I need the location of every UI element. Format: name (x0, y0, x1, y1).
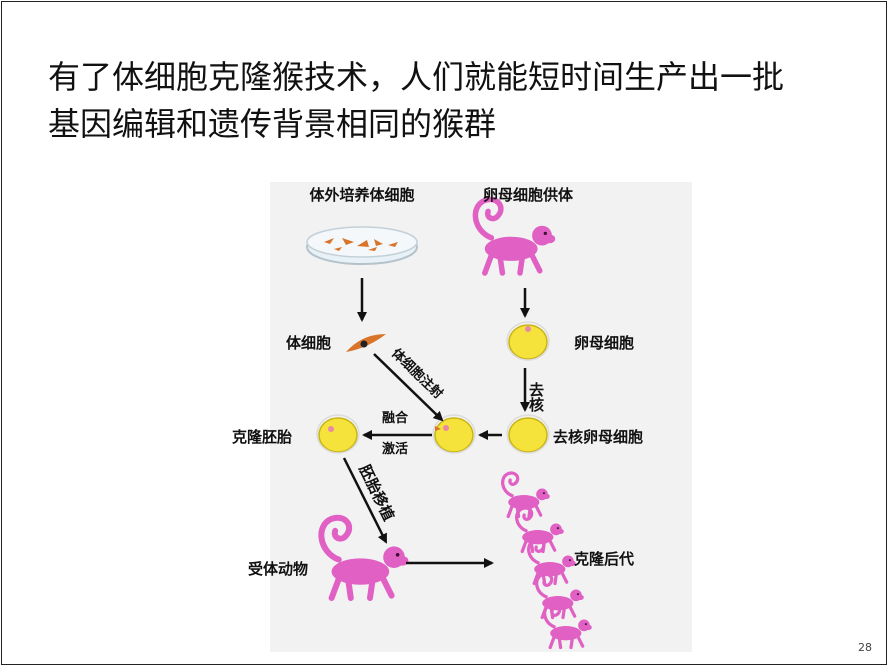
label-fusion: 融合 (382, 410, 409, 426)
page-number: 28 (858, 641, 872, 654)
label-egg-donor: 卵母细胞供体 (483, 186, 574, 204)
arrows (342, 278, 530, 568)
cloned-embryo-icon (316, 414, 360, 454)
label-recipient-animal: 受体动物 (248, 560, 308, 578)
title-line-2: 基因编辑和遗传背景相同的猴群 (48, 105, 497, 143)
label-somatic-culture: 体外培养体细胞 (309, 186, 414, 204)
label-cloned-offspring: 克隆后代 (574, 550, 634, 568)
petri-dish (306, 226, 418, 265)
label-cloned-embryo: 克隆胚胎 (232, 428, 292, 446)
label-enucleation: 去核 (527, 381, 545, 413)
label-somatic-cell: 体细胞 (286, 334, 331, 352)
label-activation: 激活 (382, 441, 408, 457)
oocyte-icon (506, 321, 550, 361)
slide-title: 有了体细胞克隆猴技术，人们就能短时间生产出一批 基因编辑和遗传背景相同的猴群 (48, 54, 868, 148)
somatic-cell-icon (346, 334, 386, 352)
fused-cell-icon (432, 414, 476, 454)
label-enucleated-oocyte: 去核卵母细胞 (553, 428, 643, 446)
label-oocyte: 卵母细胞 (574, 334, 634, 352)
enucleated-oocyte-icon (506, 414, 550, 454)
title-line-1: 有了体细胞克隆猴技术，人们就能短时间生产出一批 (48, 58, 785, 96)
